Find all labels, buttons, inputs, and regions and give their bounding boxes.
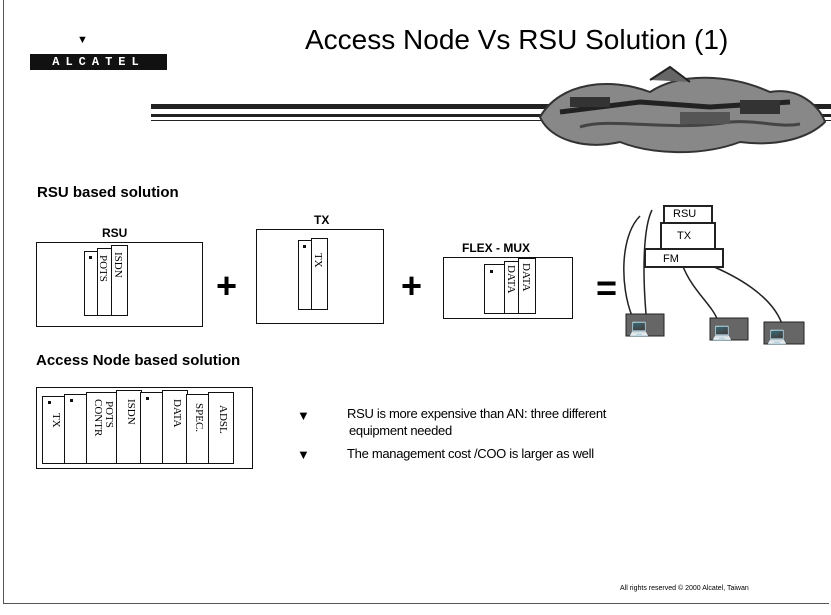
result-rsu-label: RSU [673, 208, 697, 220]
footer-copyright: All rights reserved © 2000 Alcatel, Taiw… [620, 585, 749, 592]
rsu-card-isdn: ISDN [111, 245, 128, 316]
title-rule-thin [151, 120, 831, 121]
bullet-text-2: The management cost /COO is larger as we… [347, 446, 594, 461]
equals-sign: = [596, 267, 618, 308]
an-card-contr-pots: CONTR POTS [86, 392, 118, 464]
an-card-blank [64, 394, 88, 464]
an-section-title: Access Node based solution [36, 352, 241, 369]
an-card-spec: SPEC. [186, 394, 210, 464]
tx-shelf: TX [256, 229, 384, 324]
rsu-network-illustration [623, 205, 805, 345]
plus-sign-2: + [401, 265, 423, 306]
bullet-text-1: RSU is more expensive than AN: three dif… [347, 406, 607, 438]
slide-border-left [3, 0, 4, 603]
slide-border-bottom [3, 603, 829, 604]
an-card-tx: TX [42, 396, 66, 464]
user-terminal-icon-2: 💻 [712, 324, 732, 341]
page-title: Access Node Vs RSU Solution (1) [305, 24, 729, 55]
flexmux-box-label: FLEX - MUX [462, 241, 530, 255]
plus-sign-1: + [216, 265, 238, 306]
an-card-adsl: ADSL [208, 392, 234, 464]
satellite-image [538, 65, 827, 154]
access-node-shelf: TX CONTR POTS ISDN DATA SPEC. ADSL [36, 387, 253, 469]
an-card-data: DATA [162, 390, 188, 464]
logo-triangle-icon: ▼ [77, 34, 88, 46]
flexmux-card-blank [484, 264, 506, 314]
bullet-marker-icon-2: ▼ [297, 447, 310, 462]
title-rule-medium [151, 114, 831, 117]
result-fm-label: FM [663, 253, 679, 265]
an-card-blank-2 [140, 392, 164, 464]
flexmux-shelf: DATA DATA [443, 257, 573, 319]
rsu-section-title: RSU based solution [37, 184, 179, 201]
an-card-isdn: ISDN [116, 390, 142, 464]
title-rule-thick [151, 104, 831, 109]
rsu-box-label: RSU [102, 226, 128, 240]
rsu-shelf: POTS ISDN [36, 242, 203, 327]
logo-text: ALCATEL [30, 54, 167, 70]
bullet-marker-icon-1: ▼ [297, 408, 310, 423]
user-terminal-icon-3: 💻 [767, 328, 787, 345]
flexmux-card-data-2: DATA [518, 258, 536, 314]
tx-card-tx: TX [311, 238, 328, 310]
result-tx-label: TX [677, 230, 692, 242]
tx-box-label: TX [314, 213, 330, 227]
user-terminal-icon-1: 💻 [629, 320, 649, 337]
